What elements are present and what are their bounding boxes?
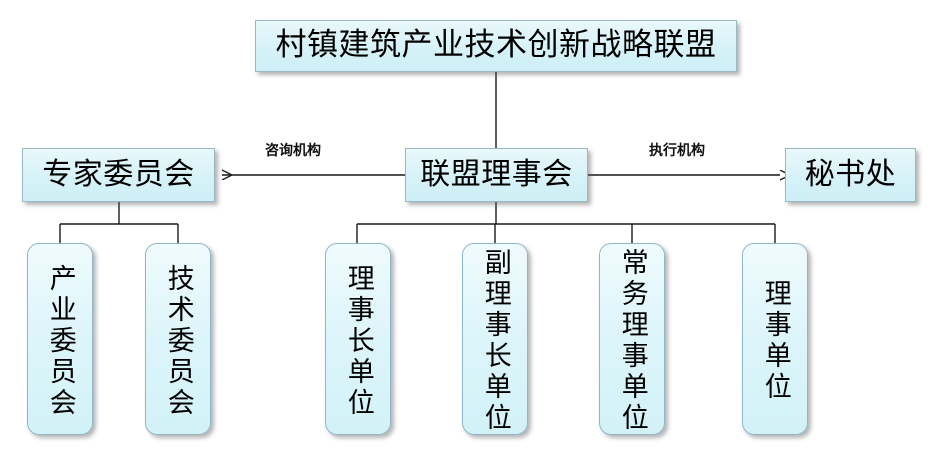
node-alliance-council[interactable]: 联盟理事会 bbox=[405, 148, 588, 202]
node-expert-committee[interactable]: 专家委员会 bbox=[22, 148, 215, 202]
node-label: 联盟理事会 bbox=[420, 156, 573, 192]
edge-label-advisory-body: 咨询机构 bbox=[262, 140, 324, 160]
node-label: 理事长单位 bbox=[342, 263, 374, 419]
node-secretariat[interactable]: 秘书处 bbox=[785, 148, 916, 202]
node-chairman-unit[interactable]: 理事长单位 bbox=[325, 243, 391, 435]
node-label: 常务理事单位 bbox=[616, 248, 648, 434]
node-vice-chairman-unit[interactable]: 副理事长单位 bbox=[462, 243, 528, 435]
node-label: 秘书处 bbox=[804, 156, 897, 192]
node-label: 专家委员会 bbox=[42, 156, 195, 192]
node-technical-committee[interactable]: 技术委员会 bbox=[145, 243, 211, 435]
node-label: 技术委员会 bbox=[162, 263, 194, 419]
node-label: 副理事长单位 bbox=[479, 248, 511, 434]
node-executive-director-unit[interactable]: 常务理事单位 bbox=[599, 243, 665, 435]
node-label: 理事单位 bbox=[759, 279, 791, 403]
node-industry-committee[interactable]: 产业委员会 bbox=[27, 243, 93, 435]
node-director-unit[interactable]: 理事单位 bbox=[742, 243, 808, 435]
node-label: 产业委员会 bbox=[44, 263, 76, 419]
node-alliance-title[interactable]: 村镇建筑产业技术创新战略联盟 bbox=[255, 20, 737, 72]
node-label: 村镇建筑产业技术创新战略联盟 bbox=[275, 27, 717, 64]
edge-label-executive-body: 执行机构 bbox=[646, 140, 708, 160]
